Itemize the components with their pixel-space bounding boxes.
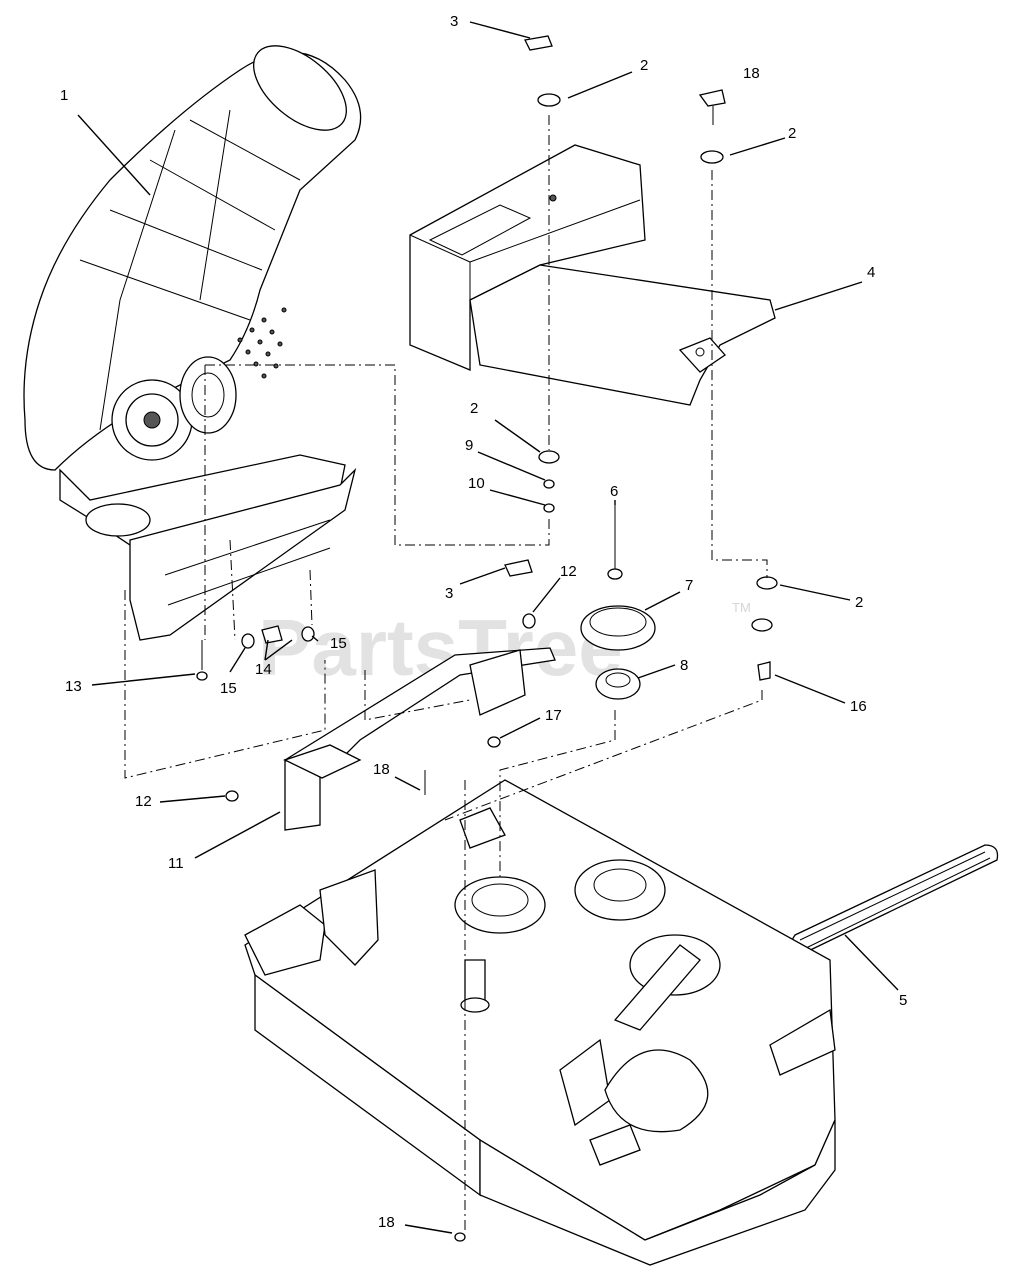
watermark-tm: TM [732, 600, 751, 615]
callout-3-middle: 3 [445, 585, 453, 602]
callout-11: 11 [168, 855, 184, 872]
callout-labels: 1 2 2 2 2 3 3 4 5 6 7 8 9 10 11 12 12 13… [60, 13, 907, 1231]
part-belt [790, 844, 999, 956]
callout-15-right: 15 [330, 635, 347, 652]
callout-12-top: 12 [560, 563, 577, 580]
callout-15-left: 15 [220, 680, 237, 697]
callout-2-right: 2 [855, 594, 863, 611]
callout-1: 1 [60, 87, 68, 104]
callout-13: 13 [65, 678, 82, 695]
callout-2-right-top: 2 [788, 125, 796, 142]
callout-7: 7 [685, 577, 693, 594]
callout-5: 5 [899, 992, 907, 1009]
part-belt-cover [409, 144, 776, 406]
callout-12-left: 12 [135, 793, 152, 810]
callout-4: 4 [867, 264, 875, 281]
callout-10: 10 [468, 475, 485, 492]
callout-18-middle: 18 [373, 761, 390, 778]
callout-3-top: 3 [450, 13, 458, 30]
callout-6: 6 [610, 483, 618, 500]
part-blower-chute [23, 45, 362, 641]
part-deck [244, 779, 836, 1266]
callout-8: 8 [680, 657, 688, 674]
part-pulleys [580, 605, 656, 700]
callout-2-middle: 2 [470, 400, 478, 417]
leader-lines [77, 21, 899, 1234]
callout-18-top: 18 [743, 65, 760, 82]
callout-9: 9 [465, 437, 473, 454]
part-idler-arm [283, 647, 556, 831]
callout-17: 17 [545, 707, 562, 724]
callout-14: 14 [255, 661, 272, 678]
assembly-lines [124, 115, 768, 1230]
callout-2-top: 2 [640, 57, 648, 74]
callout-16: 16 [850, 698, 867, 715]
callout-18-bottom: 18 [378, 1214, 395, 1231]
part-hardware [196, 35, 778, 1242]
